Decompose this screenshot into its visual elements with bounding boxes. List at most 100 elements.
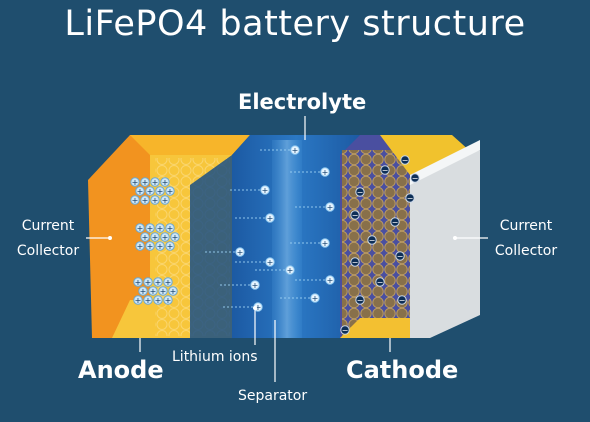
svg-text:+: + <box>157 242 164 251</box>
lithium-ion: + <box>325 275 335 285</box>
electron: − <box>350 210 360 220</box>
svg-text:+: + <box>162 196 169 205</box>
svg-text:+: + <box>252 281 259 290</box>
lithium-ion: + <box>163 277 173 287</box>
svg-text:−: − <box>342 326 349 335</box>
lithium-ion: + <box>290 145 300 155</box>
lithium-ion: + <box>148 286 158 296</box>
svg-text:+: + <box>147 224 154 233</box>
svg-text:+: + <box>142 233 149 242</box>
svg-text:+: + <box>312 294 319 303</box>
svg-text:+: + <box>167 224 174 233</box>
svg-text:+: + <box>137 224 144 233</box>
lithium-ion: + <box>235 247 245 257</box>
svg-text:+: + <box>142 178 149 187</box>
svg-text:+: + <box>162 178 169 187</box>
lithium-ion: + <box>320 167 330 177</box>
lithium-ion: + <box>155 186 165 196</box>
electron: − <box>350 257 360 267</box>
svg-text:+: + <box>155 278 162 287</box>
svg-text:−: − <box>399 296 406 305</box>
lithium-ion: + <box>310 293 320 303</box>
lithium-ion: + <box>325 202 335 212</box>
svg-text:−: − <box>352 211 359 220</box>
lithium-ion: + <box>260 185 270 195</box>
lithium-ion: + <box>143 295 153 305</box>
svg-text:+: + <box>327 203 334 212</box>
lithium-ion: + <box>153 295 163 305</box>
svg-text:+: + <box>137 187 144 196</box>
svg-text:−: − <box>369 236 376 245</box>
svg-text:+: + <box>292 146 299 155</box>
electron: − <box>340 325 350 335</box>
lithium-ion: + <box>160 177 170 187</box>
electrolyte-label: Electrolyte <box>238 90 367 114</box>
lithium-ion: + <box>130 177 140 187</box>
cathode-current-collector <box>410 150 480 338</box>
lithium-ion: + <box>135 241 145 251</box>
electrolyte-left-shade <box>190 155 232 338</box>
current-collector-left-dot <box>108 236 112 240</box>
svg-text:+: + <box>147 242 154 251</box>
lithium-ion: + <box>265 257 275 267</box>
current-collector-right-label: Current Collector <box>488 214 564 264</box>
lithium-ion: + <box>165 223 175 233</box>
current-collector-right-line1: Current <box>499 218 553 234</box>
svg-text:+: + <box>147 187 154 196</box>
current-collector-left-label: Current Collector <box>10 214 86 264</box>
svg-text:+: + <box>237 248 244 257</box>
svg-text:+: + <box>167 187 174 196</box>
separator-label: Separator <box>238 388 308 404</box>
svg-text:+: + <box>132 178 139 187</box>
current-collector-left-line2: Collector <box>16 243 80 259</box>
lithium-ions-dot <box>253 306 257 310</box>
svg-text:+: + <box>157 187 164 196</box>
cathode-front-shade <box>340 318 430 338</box>
lithium-ion: + <box>150 177 160 187</box>
svg-text:+: + <box>287 266 294 275</box>
moving-ions: +++++++++++++ <box>205 145 335 312</box>
lithium-ions-label: Lithium ions <box>172 349 258 365</box>
current-collector-left-line1: Current <box>21 218 75 234</box>
cathode-electrons: −−−−−−−−−−−−−− <box>340 155 420 335</box>
lithium-ion: + <box>160 195 170 205</box>
lithium-ion: + <box>168 286 178 296</box>
svg-text:+: + <box>157 224 164 233</box>
lithium-ion: + <box>160 232 170 242</box>
svg-text:+: + <box>145 296 152 305</box>
svg-text:−: − <box>352 258 359 267</box>
lithium-ion: + <box>150 195 160 205</box>
svg-text:+: + <box>267 258 274 267</box>
svg-text:+: + <box>162 233 169 242</box>
svg-text:−: − <box>402 156 409 165</box>
svg-text:−: − <box>392 218 399 227</box>
lithium-ion: + <box>320 238 330 248</box>
svg-text:+: + <box>145 278 152 287</box>
lithium-ion: + <box>165 186 175 196</box>
svg-text:+: + <box>172 233 179 242</box>
svg-text:−: − <box>357 296 364 305</box>
lithium-ion: + <box>140 177 150 187</box>
lithium-ion: + <box>135 223 145 233</box>
svg-text:+: + <box>267 214 274 223</box>
lithium-ion: + <box>155 241 165 251</box>
lithium-ion: + <box>140 232 150 242</box>
svg-text:+: + <box>137 242 144 251</box>
electron: − <box>395 251 405 261</box>
svg-text:+: + <box>322 168 329 177</box>
svg-text:−: − <box>412 174 419 183</box>
svg-text:−: − <box>382 166 389 175</box>
lithium-ion: + <box>145 223 155 233</box>
svg-text:−: − <box>377 278 384 287</box>
lithium-ion: + <box>145 186 155 196</box>
svg-text:+: + <box>170 287 177 296</box>
svg-text:+: + <box>142 196 149 205</box>
svg-text:+: + <box>327 276 334 285</box>
svg-text:+: + <box>167 242 174 251</box>
separator-membrane <box>272 140 302 338</box>
lithium-ion: + <box>265 213 275 223</box>
svg-text:+: + <box>165 278 172 287</box>
svg-text:−: − <box>407 194 414 203</box>
page-title: LiFePO4 battery structure <box>64 4 526 44</box>
svg-text:+: + <box>150 287 157 296</box>
